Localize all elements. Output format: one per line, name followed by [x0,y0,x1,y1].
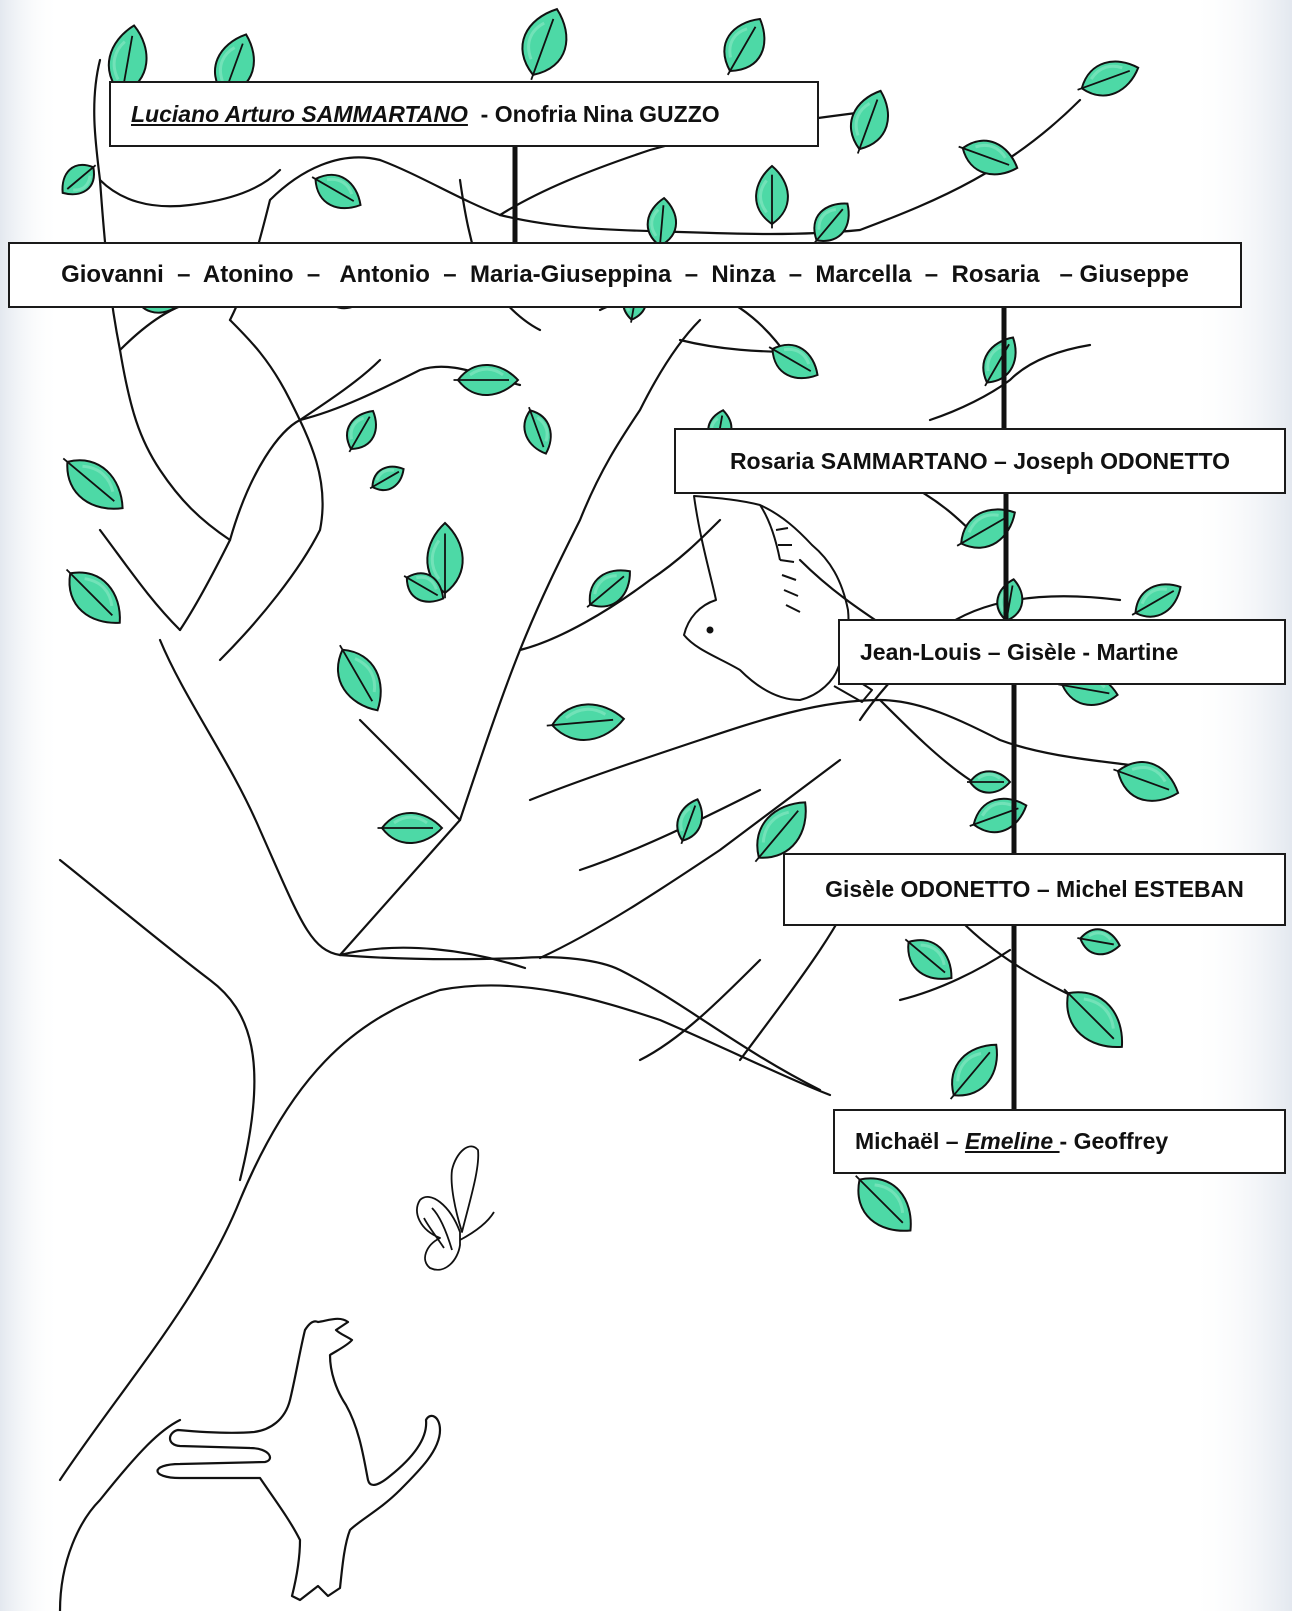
bird-icon [683,495,873,703]
founder-husband-name: Luciano Arturo SAMMARTANO [131,100,468,127]
rosaria-couple-box: Rosaria SAMMARTANO – Joseph ODONETTO [674,428,1286,494]
leaf-icon [676,798,703,845]
leaf-icon [723,17,766,76]
leaf-icon [755,164,789,229]
odonetto-children-box: Jean-Louis – Gisèle - Martine [838,619,1286,685]
leaf-icon [1077,928,1121,956]
leaf-icon [1063,988,1123,1048]
leaf-icon [523,406,552,455]
tree-trunk [58,58,1132,1611]
founders-children-names: Giovanni – Atonino – Antonio – Maria-Giu… [61,261,1189,288]
leaf-icon [426,521,464,599]
genealogy-connectors [512,147,1017,1109]
leaf-icon [337,644,382,712]
leaf-icon [377,812,444,844]
butterfly-icon [416,1145,495,1271]
founders-separator: - [467,100,495,127]
esteban-child-highlight: Emeline [964,1128,1060,1154]
leaf-icon [546,703,626,741]
rosaria-couple-names: Rosaria SAMMARTANO – Joseph ODONETTO [729,447,1231,474]
leaf-icon [754,801,807,863]
leaf-icon [61,164,97,196]
leaf-icon [904,938,953,980]
odonetto-children-names: Jean-Louis – Gisèle - Martine [860,638,1179,665]
leaf-icon [949,1043,998,1100]
leaf-icon [586,569,631,608]
founder-wife-name: Onofria Nina GUZZO [494,100,720,127]
leaf-icon [369,465,405,492]
leaf-icon [403,572,445,603]
leaf-icon [969,797,1028,834]
founders-children-box: Giovanni – Atonino – Antonio – Maria-Giu… [8,242,1242,308]
leaf-icon [62,457,124,510]
gisele-couple-box: Gisèle ODONETTO – Michel ESTEBAN [783,853,1286,926]
leaf-icon [849,89,889,154]
leaf-icon [521,7,568,81]
leaf-icon [958,139,1019,176]
leaf-icon [1077,60,1140,97]
esteban-child-first: Michaël – [855,1128,965,1154]
leaf-icon [768,343,819,380]
cat-icon [156,1317,442,1602]
founders-box: Luciano Arturo SAMMARTANO - Onofria Nina… [109,81,819,147]
gisele-couple-names: Gisèle ODONETTO – Michel ESTEBAN [825,876,1244,902]
leaf-icon [65,568,121,624]
leaf-icon [453,364,520,396]
leaf-icon [346,409,377,453]
leaf-icon [813,202,850,244]
leaf-icon [982,336,1017,387]
leaf-icon [1131,583,1182,618]
esteban-children-box: Michaël – Emeline - Geoffrey [833,1109,1286,1174]
leaf-icon [855,1175,912,1232]
leaf-icon [1113,761,1180,802]
leaf-icon [956,508,1016,549]
leaf-icon [967,770,1012,794]
leaf-icon [311,173,362,210]
esteban-child-last: - Geoffrey [1059,1128,1169,1154]
